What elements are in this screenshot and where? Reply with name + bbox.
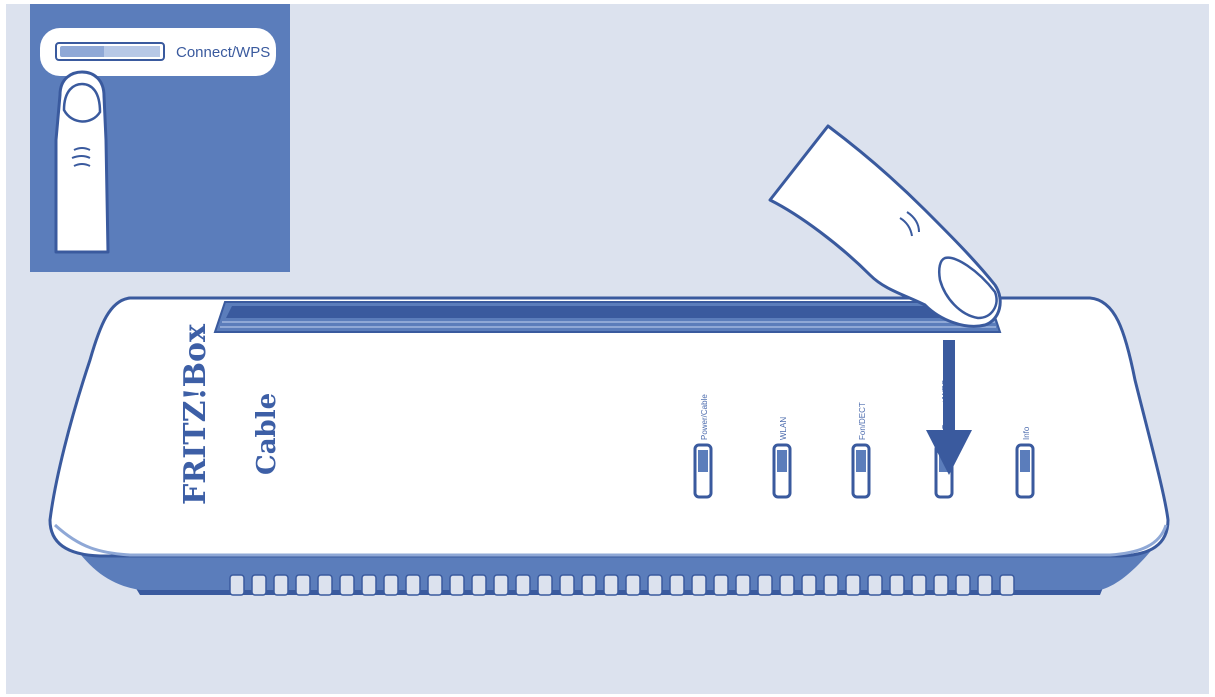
connect-wps-button[interactable]	[56, 43, 164, 60]
svg-text:WLAN: WLAN	[779, 417, 788, 440]
svg-text:Info: Info	[1022, 426, 1031, 440]
svg-text:Cable: Cable	[252, 393, 282, 475]
svg-text:Fon/DECT: Fon/DECT	[858, 402, 867, 440]
router-device: FRITZ!Box Cable Power/Cable WLAN Fon/DEC…	[50, 298, 1168, 595]
svg-text:Power/Cable: Power/Cable	[700, 394, 709, 440]
inset-panel: Connect/WPS	[30, 4, 290, 272]
connect-wps-label: Connect/WPS	[176, 44, 270, 61]
svg-text:FRITZ!Box: FRITZ!Box	[178, 323, 213, 505]
finger-icon	[56, 72, 108, 252]
